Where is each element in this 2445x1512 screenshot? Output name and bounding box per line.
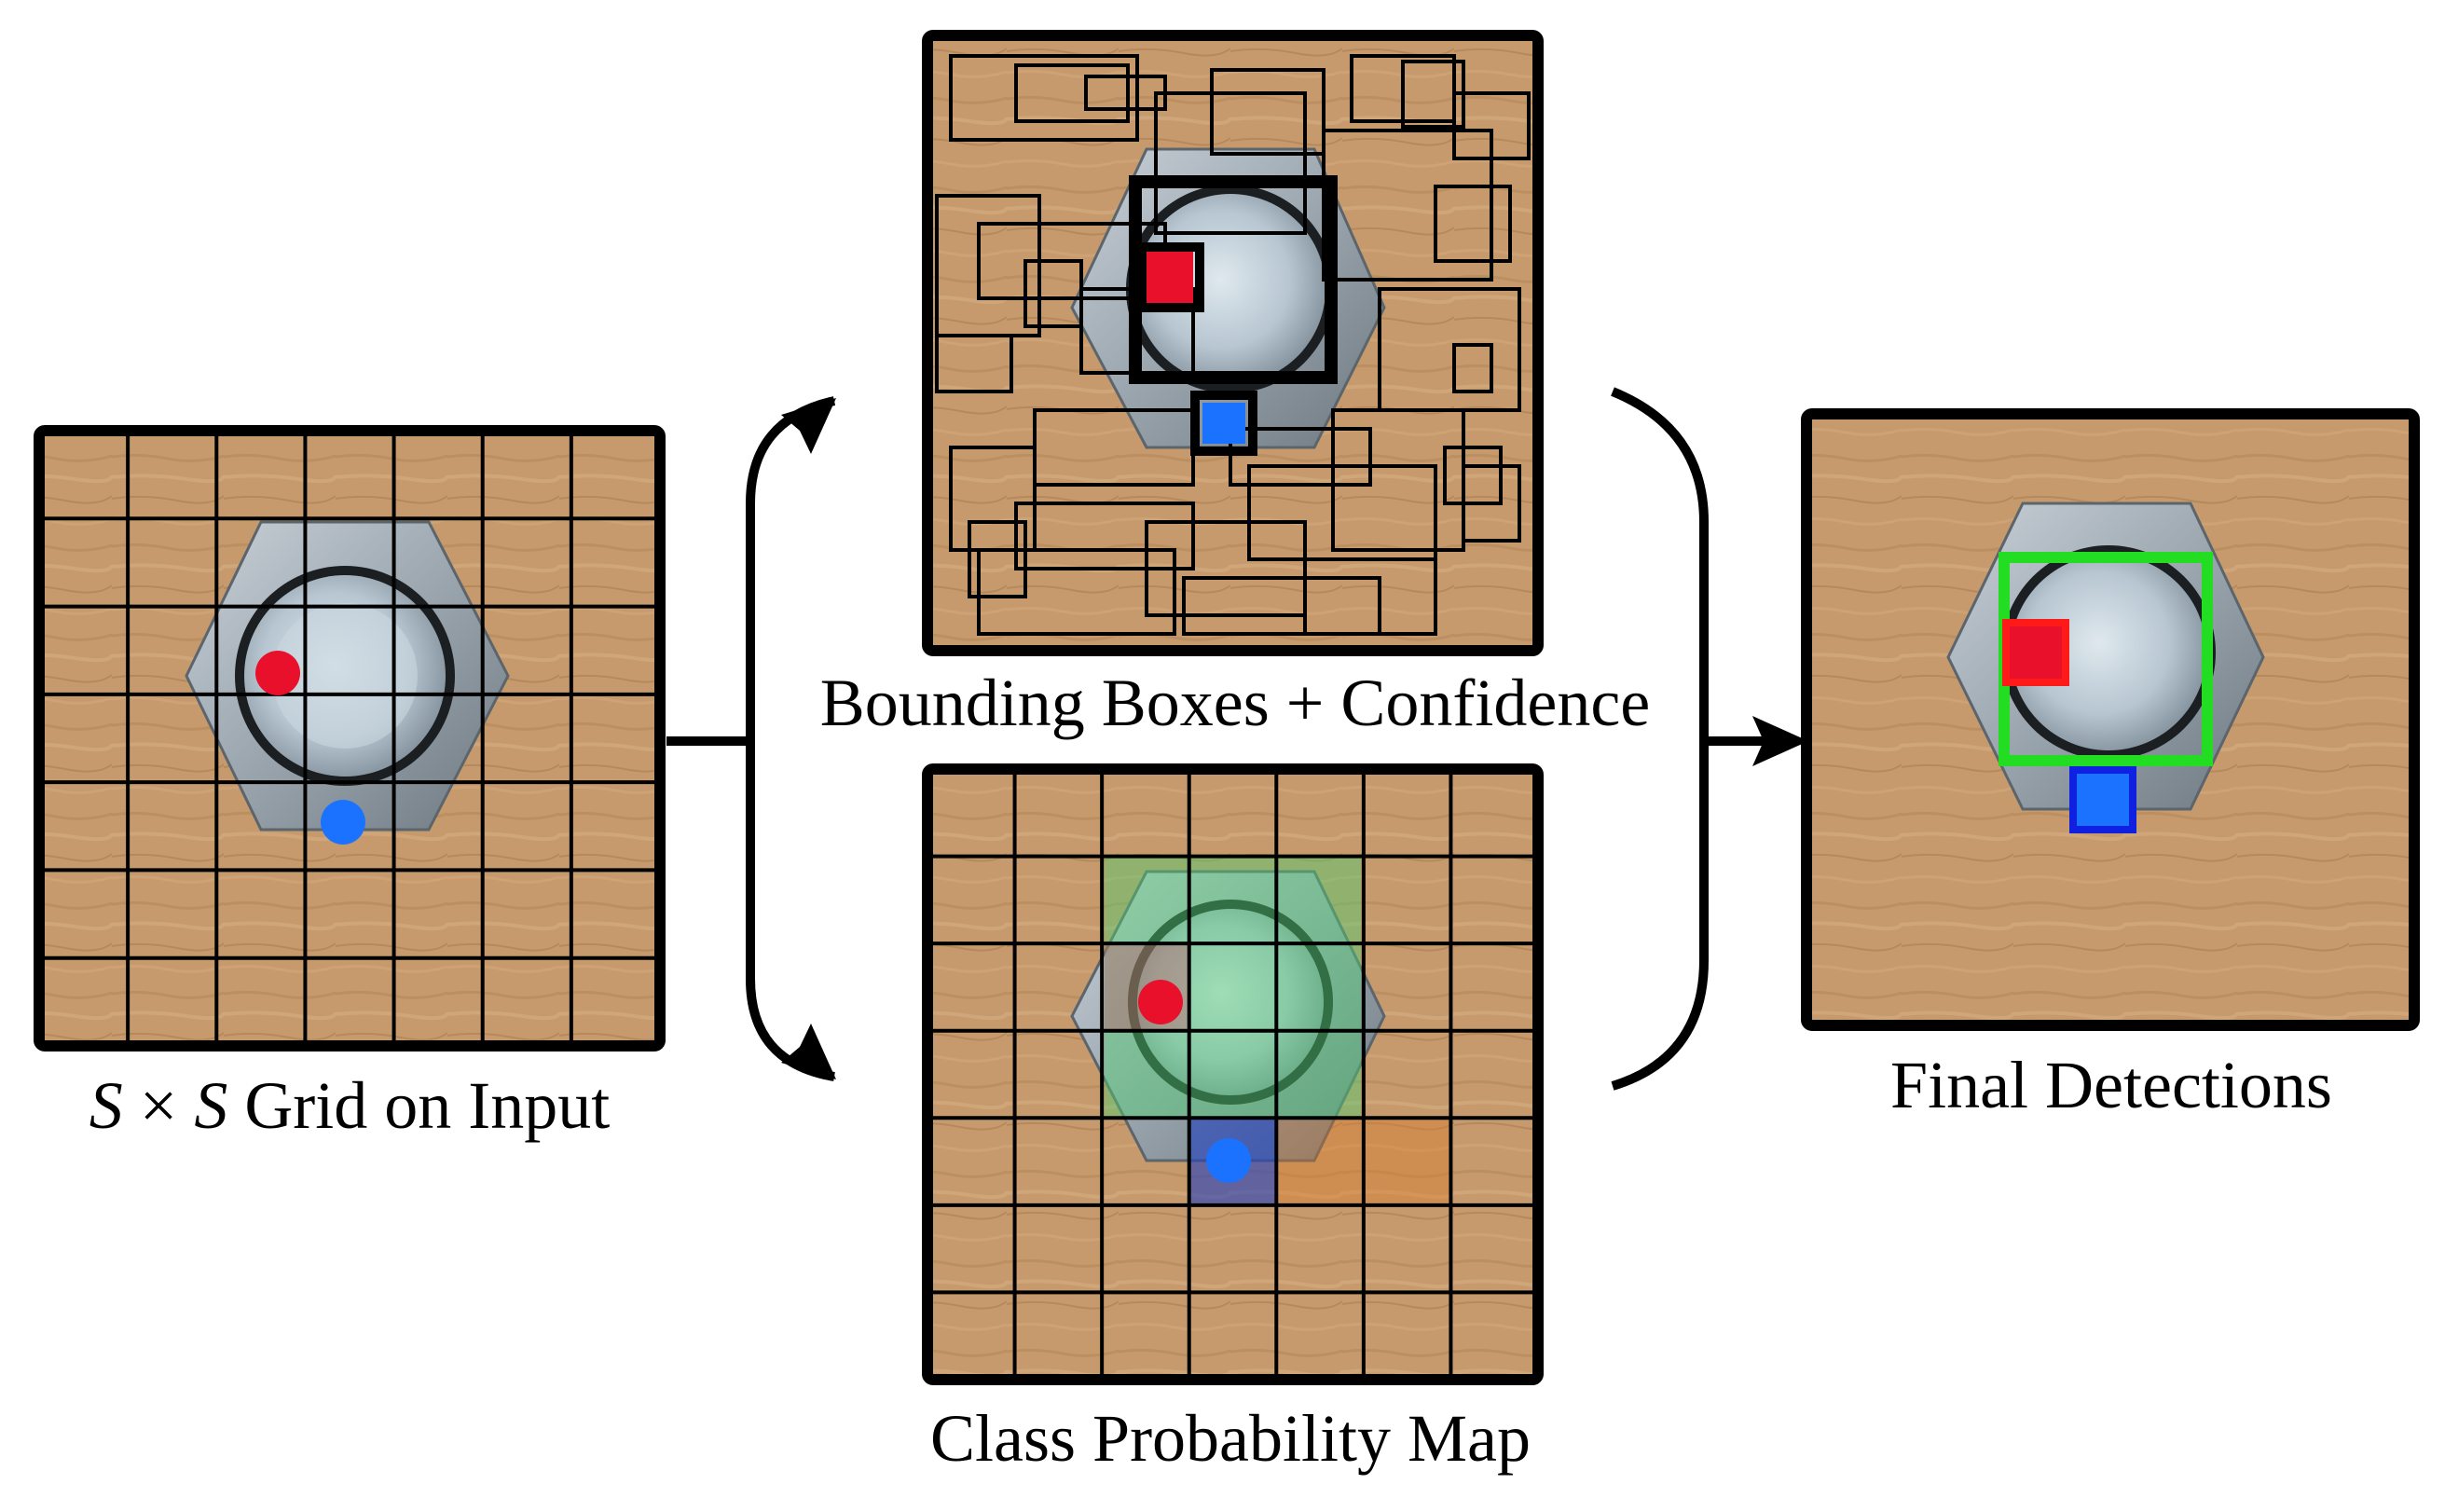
caption-final-detections: Final Detections	[1890, 1048, 2332, 1122]
arrow-icon	[781, 398, 1808, 1079]
caption-grid-on-input: S × S Grid on Input	[89, 1068, 611, 1143]
candidate-box	[1154, 91, 1307, 235]
panel-final-detections	[1801, 408, 2420, 1031]
candidate-box	[1210, 68, 1326, 156]
arrow-icon-right	[1752, 716, 1808, 766]
blue-detection-box	[2069, 766, 2136, 833]
candidate-boxes	[935, 54, 1531, 636]
bbox-frame	[922, 30, 1544, 656]
red-keypoint-box	[1137, 242, 1204, 312]
panel-input-grid	[34, 425, 666, 1052]
red-keypoint-square	[1142, 252, 1193, 303]
candidate-box	[968, 520, 1027, 598]
blue-keypoint-dot-3	[1206, 1138, 1251, 1183]
grid-lines-input	[39, 431, 660, 1046]
nut-image	[185, 520, 510, 832]
candidate-box	[1182, 576, 1381, 636]
red-detection-box	[2002, 619, 2069, 686]
red-keypoint-dot	[255, 651, 300, 695]
candidate-box	[1014, 502, 1195, 570]
input-frame	[34, 425, 666, 1052]
candidate-box	[949, 54, 1139, 142]
candidate-box	[1229, 427, 1372, 487]
candidate-box	[1443, 446, 1503, 505]
blue-keypoint-square	[1202, 403, 1245, 444]
candidate-box	[1452, 343, 1493, 393]
final-frame	[1801, 408, 2420, 1031]
nut-image-4	[1946, 502, 2265, 811]
candidate-box	[977, 548, 1176, 636]
blue-keypoint-dot	[321, 800, 365, 845]
red-keypoint-dot-3	[1138, 980, 1183, 1024]
arrow-icon-up	[781, 398, 836, 454]
main-bbox	[1129, 175, 1338, 384]
panel-class-probability	[922, 763, 1544, 1385]
candidate-box	[1462, 464, 1521, 543]
blue-keypoint-box	[1190, 391, 1257, 456]
candidate-box	[935, 334, 1013, 393]
arrow-icon-down	[781, 1024, 836, 1079]
panel-bounding-boxes	[922, 30, 1544, 656]
caption-class-probability-map: Class Probability Map	[930, 1401, 1531, 1476]
candidate-box	[1014, 63, 1130, 123]
caption-bounding-boxes: Bounding Boxes + Confidence	[819, 666, 1651, 740]
candidate-box	[1322, 129, 1493, 282]
candidate-box	[1434, 185, 1512, 263]
grid-lines-class-map	[927, 769, 1538, 1380]
class-map-frame	[922, 763, 1544, 1385]
